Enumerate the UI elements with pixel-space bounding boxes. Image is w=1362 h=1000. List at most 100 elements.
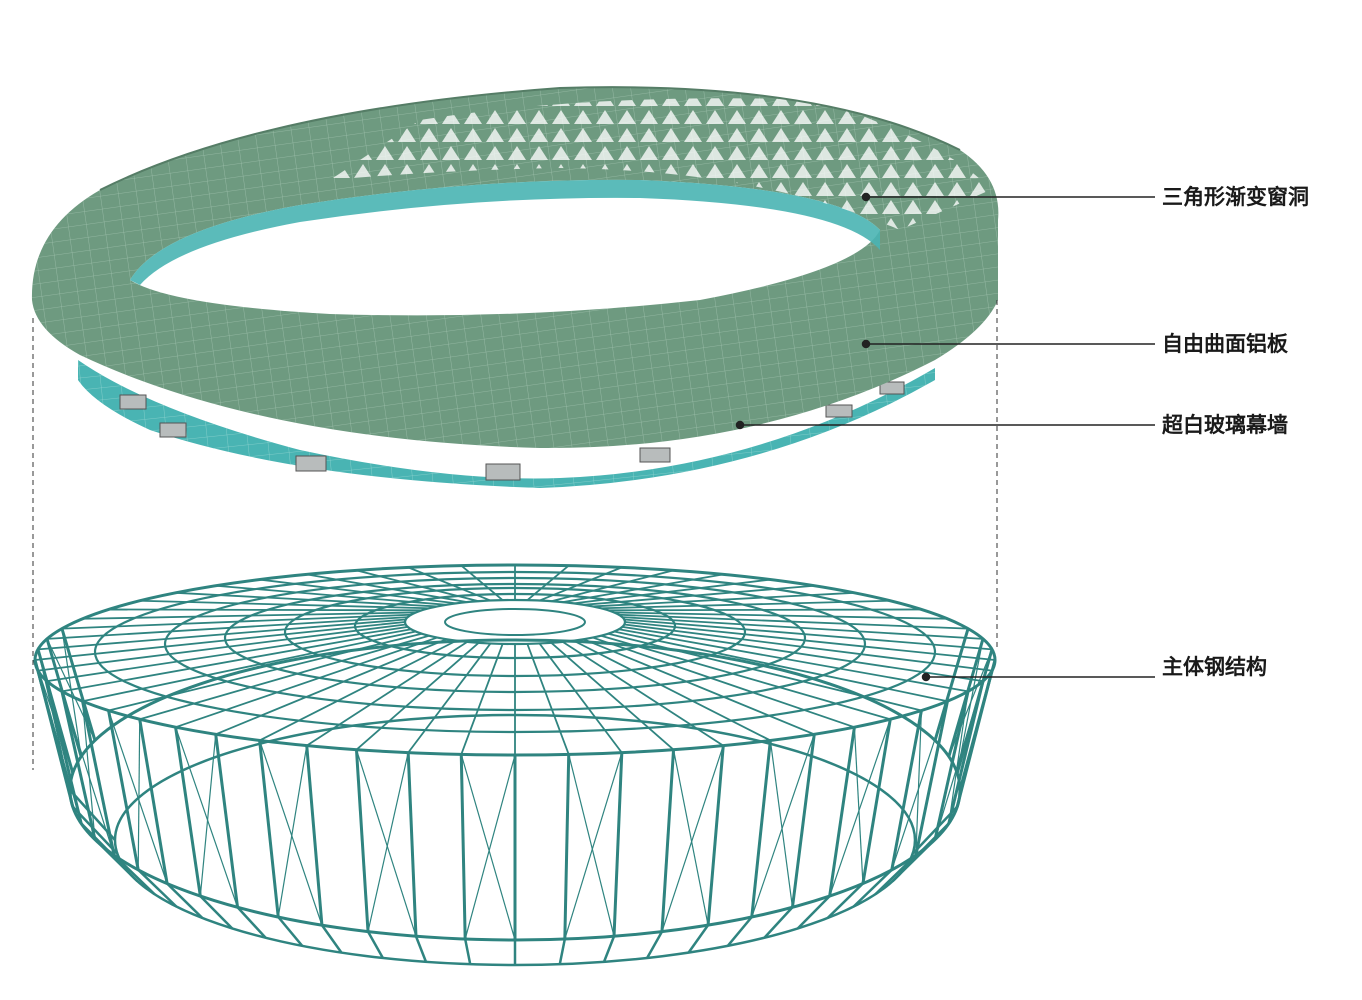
wall-column — [828, 726, 856, 897]
wall-column — [914, 700, 949, 856]
roof-rib — [108, 632, 423, 712]
roof-rib — [46, 626, 408, 683]
roof-rib — [538, 642, 623, 754]
roof-rib — [592, 591, 855, 608]
foot-leg — [320, 924, 343, 954]
roof-rib — [539, 566, 623, 602]
wall-brace — [568, 754, 615, 937]
roof-rib — [624, 618, 993, 651]
wall-column — [790, 734, 816, 908]
wall-column — [60, 691, 97, 840]
foot-leg — [166, 882, 204, 919]
wall-brace — [661, 745, 724, 932]
wall-column — [45, 638, 83, 758]
wall-column — [60, 628, 97, 741]
foot-leg — [199, 895, 234, 930]
roof-rib — [607, 632, 922, 712]
foot-leg — [69, 789, 116, 841]
roof-rib — [355, 642, 480, 751]
wall-column — [174, 726, 202, 897]
wall-brace — [769, 740, 794, 908]
roof-rib — [61, 628, 412, 693]
roof-rib — [618, 613, 969, 630]
steel-structure — [33, 563, 997, 967]
roof-rib — [215, 638, 447, 736]
foot-leg — [366, 930, 384, 959]
wall-brace — [367, 752, 409, 932]
wall-brace — [355, 749, 417, 937]
wall-brace — [199, 734, 217, 897]
wall-brace — [137, 719, 141, 870]
roof-rib — [175, 591, 438, 608]
roof-rib — [356, 569, 479, 603]
roof-rib — [608, 608, 922, 612]
roof-rib — [61, 613, 412, 630]
foot-leg — [602, 935, 616, 963]
wall-column — [406, 752, 418, 937]
wall-brace — [175, 726, 239, 908]
roof-rib — [573, 639, 771, 742]
projection-lines — [32, 300, 998, 770]
wall-column — [138, 718, 169, 884]
wall-column — [861, 718, 892, 884]
roof-rib — [460, 643, 504, 755]
roof-rib — [618, 628, 969, 693]
roof-rib — [108, 608, 422, 612]
glass-band-grid — [78, 360, 935, 488]
wall-brace — [108, 710, 168, 884]
roof-rib — [624, 623, 993, 672]
wall-brace — [829, 719, 891, 897]
wall-brace — [464, 754, 516, 940]
callout-glass-curtain-wall: 超白玻璃幕墙 — [1162, 413, 1288, 437]
roof-rib — [259, 639, 457, 742]
roof-rib — [37, 623, 406, 672]
foot-leg — [891, 838, 936, 883]
foot-leg — [826, 882, 864, 919]
foot-leg — [277, 916, 304, 947]
roof-rib — [526, 564, 570, 601]
wall-brace — [948, 649, 993, 757]
dot-icon — [921, 672, 931, 682]
wall-brace — [564, 752, 623, 940]
vent-boxes — [119, 381, 905, 481]
roof-rib — [583, 584, 815, 606]
roof-rib — [407, 566, 491, 602]
foot-leg — [414, 935, 428, 963]
roof-rib — [306, 641, 468, 747]
roof-rib — [562, 641, 724, 747]
dot-icon — [735, 420, 745, 430]
roof-rib — [614, 611, 948, 620]
foot-leg — [463, 938, 472, 965]
roof-rib — [37, 618, 406, 651]
foot-leg — [874, 854, 917, 896]
foot-leg — [236, 906, 267, 939]
foot-leg — [113, 854, 156, 896]
foot-leg — [558, 938, 567, 965]
wall-column — [890, 710, 923, 871]
roof-rib — [600, 599, 891, 610]
wall-brace — [61, 628, 82, 757]
wall-column — [107, 710, 140, 871]
wall-column — [214, 734, 240, 908]
callout-aluminum-panels: 自由曲面铝板 — [1162, 332, 1288, 356]
wall-column — [947, 638, 985, 758]
roof-rib — [562, 573, 724, 604]
callout-steel-structure: 主体钢结构 — [1162, 655, 1267, 679]
roof-rib — [82, 630, 417, 703]
wall-column — [955, 648, 994, 774]
roof-rib — [82, 611, 416, 620]
foot-leg — [687, 924, 710, 954]
glass-curtain-wall — [78, 360, 935, 488]
dot-icon — [861, 192, 871, 202]
foot-leg — [796, 895, 831, 930]
wall-column — [706, 745, 725, 926]
foot-leg — [852, 868, 893, 908]
wall-column — [33, 659, 72, 791]
foot-leg — [763, 906, 794, 939]
roof-rib — [551, 569, 674, 603]
foot-leg — [80, 822, 126, 869]
roof-rib — [139, 634, 430, 721]
callout-triangle-openings: 三角形渐变窗洞 — [1162, 185, 1309, 209]
roof-rib — [550, 642, 675, 751]
